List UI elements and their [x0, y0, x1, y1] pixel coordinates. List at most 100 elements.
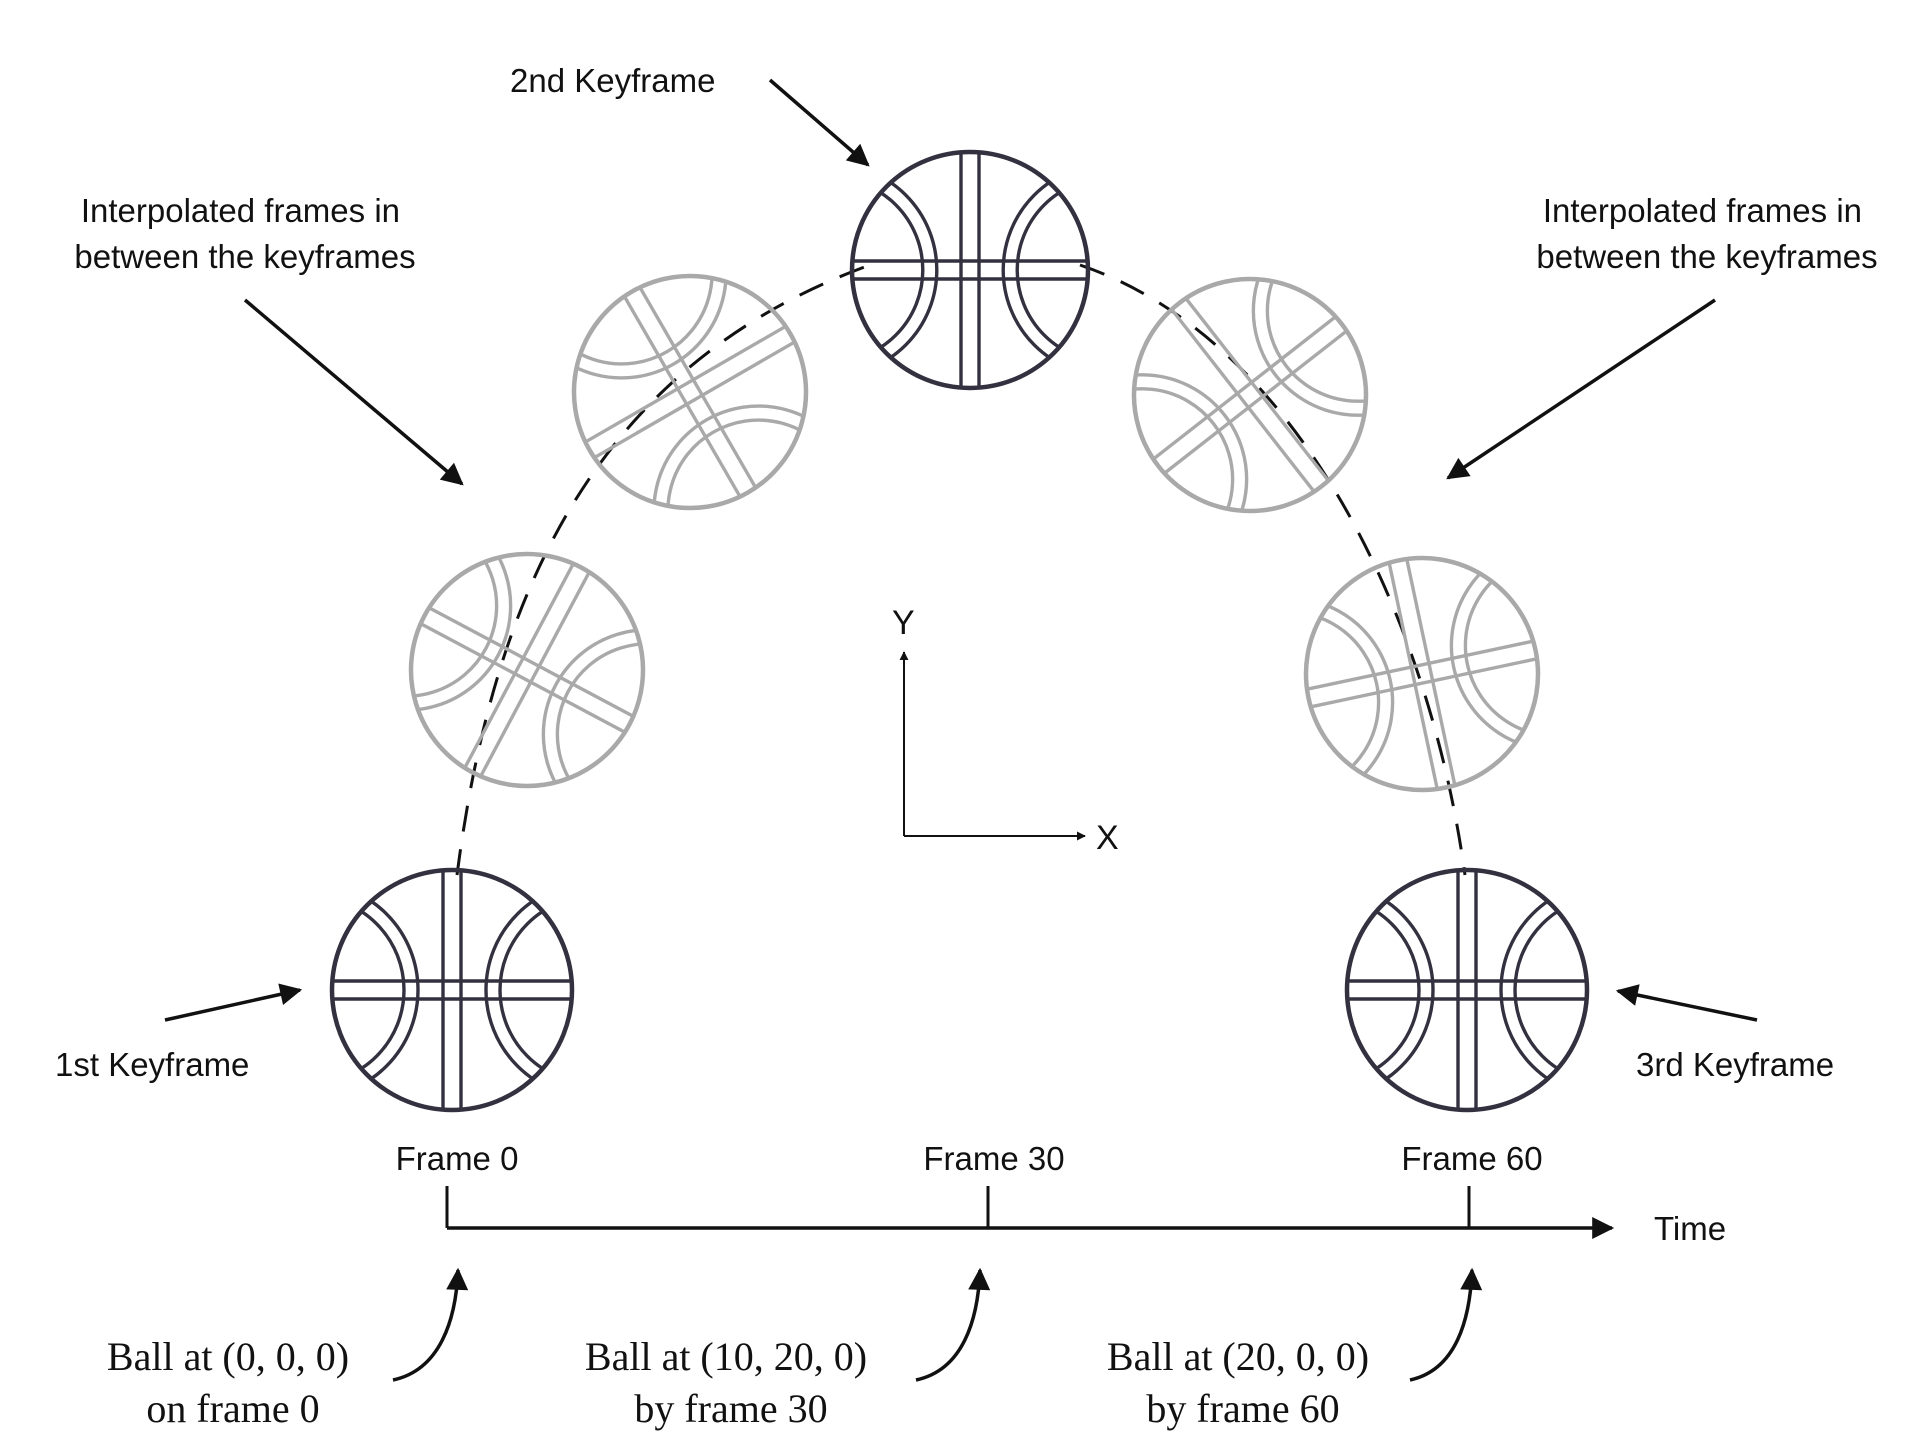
ball-seam-curve [484, 880, 570, 1100]
time-label: Time [1654, 1210, 1726, 1247]
ball-seam-curve [372, 515, 499, 698]
ball-seam-line [1184, 297, 1330, 482]
note-60-arrow [1409, 1267, 1483, 1382]
interpolated-ball [1286, 539, 1558, 809]
ball-seam-line [1170, 308, 1316, 493]
interp-left-arrow [243, 298, 464, 486]
note-0-arrow [392, 1267, 469, 1382]
ball-seam-line [1163, 329, 1348, 475]
ball-seam-curve [652, 404, 846, 548]
ball-seam-curve [854, 162, 939, 378]
keyframe-2-label: 2nd Keyframe [510, 62, 715, 99]
ball-seam-line [1387, 562, 1439, 790]
ball-seams [372, 515, 682, 825]
interpolated-ball [372, 515, 682, 825]
ball-seam-curve [334, 894, 406, 1086]
note-frame-60: Ball at (20, 0, 0) by frame 60 [1107, 1334, 1379, 1431]
interp-right-label: Interpolated frames in between the keyfr… [1536, 192, 1877, 275]
x-axis-label: X [1096, 819, 1119, 857]
ball-seams [854, 154, 1086, 386]
timeline: Frame 0 Frame 30 Frame 60 Time [396, 1140, 1727, 1247]
ball-seams [1349, 872, 1585, 1108]
ball-seam-curve [1349, 894, 1421, 1086]
note-60-line-2: by frame 60 [1146, 1386, 1339, 1431]
interp-right-line-2: between the keyframes [1536, 238, 1877, 275]
ball-seam-curve [498, 894, 570, 1086]
ball-seam-curve [1463, 553, 1558, 738]
ball-outline [849, 149, 1091, 391]
note-30-line-1: Ball at (10, 20, 0) [585, 1334, 867, 1379]
ball-seam-curve [1286, 596, 1395, 809]
ball-outline [571, 273, 809, 511]
interpolated-ball [1089, 234, 1411, 556]
balls-group [329, 149, 1590, 1113]
interpolated-ball [534, 236, 846, 548]
ball-seam-line [1310, 657, 1538, 709]
ball-seam-line [584, 324, 787, 444]
frame-30-label: Frame 30 [923, 1140, 1064, 1177]
keyframe-1-arrow [164, 983, 303, 1022]
interp-right-arrow [1446, 298, 1716, 480]
ball-seam-curve [334, 880, 420, 1100]
note-30-line-2: by frame 30 [634, 1386, 827, 1431]
interp-left-line-2: between the keyframes [74, 238, 415, 275]
ball-outline [329, 867, 575, 1113]
ball-seam-line [1306, 639, 1534, 691]
frame-0-label: Frame 0 [396, 1140, 519, 1177]
ball-seam-curve [1089, 387, 1235, 556]
ball-seam-line [478, 571, 591, 778]
interp-left-label: Interpolated frames in between the keyfr… [74, 192, 415, 275]
ball-seam-curve [555, 642, 682, 825]
ball-seam-curve [534, 236, 714, 366]
ball-seam-line [419, 621, 626, 734]
ball-seam-curve [1001, 162, 1086, 378]
keyframe-ball [1344, 867, 1590, 1113]
ball-seam-curve [666, 418, 846, 548]
ball-seam-curve [854, 176, 925, 364]
ball-seam-curve [1499, 880, 1585, 1100]
keyframe-3-label: 3rd Keyframe [1636, 1046, 1834, 1083]
note-60-line-1: Ball at (20, 0, 0) [1107, 1334, 1369, 1379]
ball-seam-curve [1449, 539, 1558, 752]
note-frame-0: Ball at (0, 0, 0) on frame 0 [107, 1334, 359, 1431]
frame-60-label: Frame 60 [1401, 1140, 1542, 1177]
ball-outline [1131, 276, 1369, 514]
note-30-arrow [915, 1267, 991, 1382]
note-frame-30: Ball at (10, 20, 0) by frame 30 [585, 1334, 877, 1431]
ball-seam-line [622, 295, 742, 498]
ball-seam-curve [1513, 894, 1585, 1086]
interp-left-line-1: Interpolated frames in [81, 192, 400, 229]
ball-seam-curve [1089, 373, 1249, 556]
ball-outline [1344, 867, 1590, 1113]
ball-outline [1303, 555, 1541, 793]
ball-seam-line [1405, 558, 1457, 786]
ball-seam-curve [1251, 234, 1411, 417]
ball-seam-curve [1349, 880, 1435, 1100]
position-notes: Ball at (0, 0, 0) on frame 0 Ball at (10… [107, 1267, 1483, 1431]
keyframe-1-label: 1st Keyframe [55, 1046, 249, 1083]
ball-seam-line [638, 286, 758, 489]
keyframe-2-arrow [768, 78, 870, 167]
ball-seam-line [428, 606, 635, 719]
ball-seam-line [593, 340, 796, 460]
ball-seam-curve [1015, 176, 1086, 364]
ball-seams [334, 872, 570, 1108]
ball-seams [1089, 234, 1411, 556]
ball-seams [534, 236, 846, 548]
note-0-line-2: on frame 0 [146, 1386, 319, 1431]
ball-outline [408, 551, 646, 789]
ball-seam-curve [1286, 610, 1381, 795]
y-axis-label: Y [892, 604, 915, 642]
coordinate-axes: Y X [892, 604, 1119, 857]
keyframe-ball [329, 867, 575, 1113]
keyframe-ball [849, 149, 1091, 391]
ball-seam-curve [534, 236, 728, 380]
ball-seam-curve [372, 515, 513, 712]
note-0-line-1: Ball at (0, 0, 0) [107, 1334, 349, 1379]
interp-right-line-1: Interpolated frames in [1543, 192, 1862, 229]
ball-seam-curve [541, 628, 682, 825]
ball-seam-line [463, 562, 576, 769]
keyframe-3-arrow [1615, 984, 1758, 1022]
ball-seam-line [1152, 315, 1337, 461]
